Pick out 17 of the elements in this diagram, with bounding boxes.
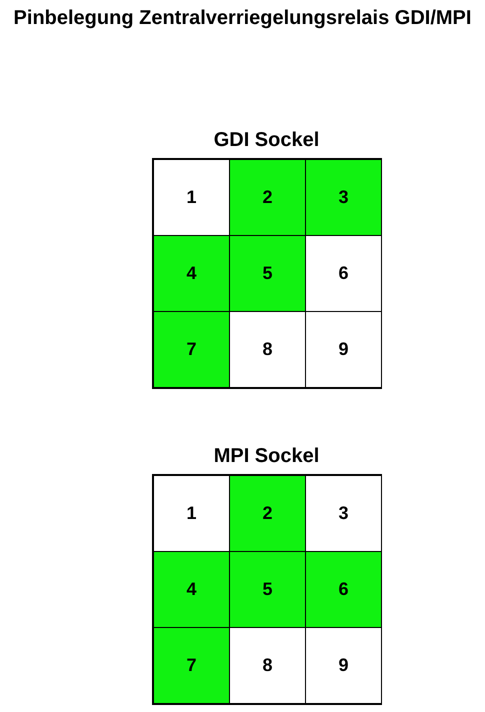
pin-cell: 3 bbox=[306, 476, 382, 552]
pin-cell: 1 bbox=[154, 160, 230, 236]
pin-cell: 2 bbox=[230, 476, 306, 552]
pin-cell: 7 bbox=[154, 312, 230, 388]
pin-cell: 2 bbox=[230, 160, 306, 236]
diagram-title: Pinbelegung Zentralverriegelungsrelais GDI/MPI bbox=[12, 6, 472, 30]
pin-cell: 5 bbox=[230, 236, 306, 312]
pin-cell: 5 bbox=[230, 552, 306, 628]
pin-cell: 4 bbox=[154, 552, 230, 628]
pin-cell: 3 bbox=[306, 160, 382, 236]
pin-cell: 4 bbox=[154, 236, 230, 312]
grid-heading: GDI Sockel bbox=[212, 128, 320, 153]
grid-heading: MPI Sockel bbox=[212, 444, 320, 469]
pin-cell: 7 bbox=[154, 628, 230, 704]
pin-cell: 6 bbox=[306, 236, 382, 312]
pin-cell: 1 bbox=[154, 476, 230, 552]
pin-cell: 6 bbox=[306, 552, 382, 628]
